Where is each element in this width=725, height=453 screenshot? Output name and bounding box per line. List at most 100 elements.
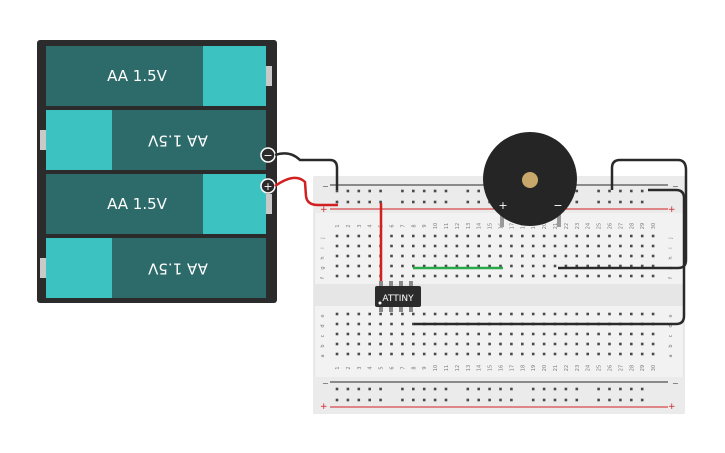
breadboard-hole[interactable]	[542, 234, 546, 238]
breadboard-hole[interactable]	[422, 332, 426, 336]
breadboard-hole[interactable]	[521, 332, 524, 336]
breadboard-hole[interactable]	[390, 332, 393, 336]
breadboard-hole[interactable]	[510, 312, 513, 316]
breadboard-hole[interactable]	[488, 342, 491, 346]
breadboard-hole[interactable]	[422, 387, 426, 391]
breadboard-hole[interactable]	[346, 332, 350, 336]
breadboard-hole[interactable]	[553, 254, 557, 258]
breadboard-hole[interactable]	[412, 387, 415, 391]
breadboard-hole[interactable]	[597, 189, 600, 193]
breadboard-hole[interactable]	[586, 234, 589, 238]
piezo-buzzer[interactable]: + −	[483, 132, 577, 227]
breadboard-hole[interactable]	[433, 387, 437, 391]
breadboard-hole[interactable]	[651, 352, 655, 356]
breadboard-hole[interactable]	[619, 254, 622, 258]
breadboard-hole[interactable]	[586, 264, 589, 268]
breadboard-hole[interactable]	[575, 398, 579, 402]
breadboard-hole[interactable]	[564, 244, 568, 248]
breadboard-hole[interactable]	[422, 312, 426, 316]
breadboard-hole[interactable]	[651, 274, 655, 278]
breadboard-hole[interactable]	[422, 274, 426, 278]
breadboard-hole[interactable]	[640, 254, 644, 258]
breadboard-hole[interactable]	[433, 264, 437, 268]
breadboard-hole[interactable]	[640, 234, 644, 238]
breadboard-hole[interactable]	[586, 352, 589, 356]
wires[interactable]	[274, 152, 688, 326]
breadboard-hole[interactable]	[531, 398, 535, 402]
breadboard-hole[interactable]	[368, 254, 371, 258]
breadboard-hole[interactable]	[510, 274, 513, 278]
breadboard-hole[interactable]	[630, 244, 633, 248]
breadboard-hole[interactable]	[379, 332, 382, 336]
breadboard-hole[interactable]	[477, 244, 480, 248]
breadboard-hole[interactable]	[346, 200, 350, 204]
breadboard-hole[interactable]	[608, 274, 611, 278]
breadboard-hole[interactable]	[651, 234, 655, 238]
breadboard-hole[interactable]	[477, 352, 480, 356]
breadboard-hole[interactable]	[444, 274, 448, 278]
breadboard-hole[interactable]	[412, 398, 415, 402]
breadboard-hole[interactable]	[510, 387, 513, 391]
breadboard-hole[interactable]	[553, 387, 557, 391]
breadboard-hole[interactable]	[444, 254, 448, 258]
breadboard-hole[interactable]	[488, 234, 491, 238]
breadboard-hole[interactable]	[597, 264, 600, 268]
breadboard-hole[interactable]	[499, 387, 502, 391]
breadboard-hole[interactable]	[422, 398, 426, 402]
breadboard-hole[interactable]	[488, 264, 491, 268]
breadboard-hole[interactable]	[466, 200, 470, 204]
breadboard-hole[interactable]	[368, 200, 371, 204]
breadboard-hole[interactable]	[466, 234, 470, 238]
breadboard-hole[interactable]	[608, 189, 611, 193]
breadboard-hole[interactable]	[357, 352, 361, 356]
breadboard-hole[interactable]	[346, 274, 350, 278]
breadboard-hole[interactable]	[357, 332, 361, 336]
breadboard-hole[interactable]	[477, 387, 480, 391]
breadboard-hole[interactable]	[630, 352, 633, 356]
breadboard-hole[interactable]	[553, 264, 557, 268]
breadboard-hole[interactable]	[346, 244, 350, 248]
breadboard-hole[interactable]	[477, 189, 480, 193]
breadboard-hole[interactable]	[379, 189, 382, 193]
breadboard-hole[interactable]	[477, 264, 480, 268]
breadboard-hole[interactable]	[433, 312, 437, 316]
breadboard-hole[interactable]	[608, 352, 611, 356]
breadboard-hole[interactable]	[586, 274, 589, 278]
breadboard-hole[interactable]	[466, 398, 470, 402]
breadboard-hole[interactable]	[390, 244, 393, 248]
breadboard-hole[interactable]	[412, 189, 415, 193]
breadboard-hole[interactable]	[608, 234, 611, 238]
breadboard-hole[interactable]	[401, 254, 404, 258]
breadboard-hole[interactable]	[597, 342, 600, 346]
breadboard-hole[interactable]	[455, 264, 459, 268]
breadboard-hole[interactable]	[630, 254, 633, 258]
breadboard-hole[interactable]	[477, 398, 480, 402]
breadboard-hole[interactable]	[455, 312, 459, 316]
breadboard-hole[interactable]	[466, 244, 470, 248]
breadboard-hole[interactable]	[412, 234, 415, 238]
breadboard-hole[interactable]	[444, 264, 448, 268]
breadboard-hole[interactable]	[521, 274, 524, 278]
breadboard-hole[interactable]	[531, 274, 535, 278]
breadboard-hole[interactable]	[597, 200, 600, 204]
breadboard-hole[interactable]	[488, 398, 491, 402]
breadboard-hole[interactable]	[455, 244, 459, 248]
breadboard-hole[interactable]	[466, 352, 470, 356]
breadboard-hole[interactable]	[346, 312, 350, 316]
breadboard-hole[interactable]	[608, 342, 611, 346]
breadboard-hole[interactable]	[368, 387, 371, 391]
breadboard-hole[interactable]	[368, 352, 371, 356]
breadboard-hole[interactable]	[564, 264, 568, 268]
breadboard-hole[interactable]	[619, 332, 622, 336]
breadboard-hole[interactable]	[499, 254, 502, 258]
breadboard-hole[interactable]	[542, 254, 546, 258]
breadboard-hole[interactable]	[379, 322, 382, 326]
breadboard-hole[interactable]	[630, 342, 633, 346]
breadboard-hole[interactable]	[390, 352, 393, 356]
breadboard-hole[interactable]	[335, 200, 339, 204]
breadboard-hole[interactable]	[597, 387, 600, 391]
breadboard-hole[interactable]	[390, 312, 393, 316]
breadboard-hole[interactable]	[477, 312, 480, 316]
breadboard-hole[interactable]	[335, 332, 339, 336]
